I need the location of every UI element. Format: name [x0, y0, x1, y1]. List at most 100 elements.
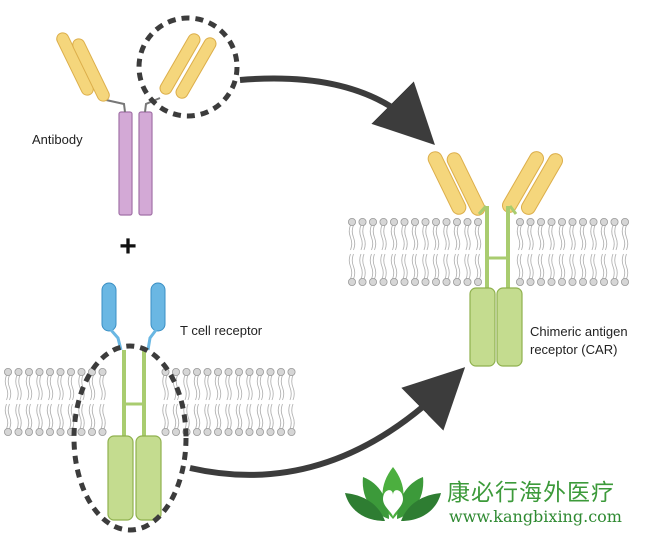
phospholipid-head	[287, 427, 296, 436]
lipid-tail	[193, 403, 198, 430]
lipid-tail	[70, 403, 75, 430]
lipid-tail	[446, 224, 450, 251]
lipid-tail	[348, 224, 353, 251]
lipid-tail	[4, 374, 9, 401]
lipid-tail	[186, 403, 190, 430]
lipid-tail	[519, 224, 524, 251]
phospholipid-head	[568, 217, 577, 226]
phospholipid-head	[224, 427, 233, 436]
t-cell-receptor	[101, 282, 166, 521]
phospholipid-head	[410, 217, 419, 226]
lipid-tail	[474, 253, 479, 280]
lipid-tail	[432, 224, 437, 251]
phospholipid-head	[287, 367, 296, 376]
phospholipid-head	[463, 217, 472, 226]
lipid-tail	[614, 253, 618, 280]
phospholipid-head	[579, 277, 588, 286]
phospholipid-head	[24, 367, 33, 376]
phospholipid-head	[600, 277, 609, 286]
phospholipid-head	[558, 217, 567, 226]
lipid-tail	[624, 253, 629, 280]
lipid-tail	[214, 403, 219, 430]
arrow-signaling-to-car	[189, 367, 466, 478]
phospholipid-head	[213, 427, 222, 436]
lipid-tail	[91, 374, 96, 401]
phospholipid-head	[431, 217, 440, 226]
lipid-tail	[280, 374, 285, 401]
lipid-tail	[270, 403, 274, 430]
phospholipid-head	[192, 367, 201, 376]
lipid-tail	[102, 403, 106, 430]
cell-membrane-tcell	[4, 367, 296, 436]
lipid-tail	[91, 403, 96, 430]
phospholipid-head	[245, 367, 254, 376]
lipid-tail	[204, 403, 208, 430]
lipid-tail	[380, 253, 384, 280]
phospholipid-head	[558, 277, 567, 286]
phospholipid-head	[161, 427, 170, 436]
lipid-tail	[572, 253, 576, 280]
lipid-tail	[572, 224, 576, 251]
lipid-tail	[621, 224, 626, 251]
lipid-tail	[390, 224, 395, 251]
lipid-tail	[196, 403, 201, 430]
lipid-tail	[39, 374, 43, 401]
phospholipid-head	[421, 217, 430, 226]
lipid-tail	[558, 224, 563, 251]
phospholipid-head	[537, 277, 546, 286]
phospholipid-head	[610, 277, 619, 286]
phospholipid-head	[266, 427, 275, 436]
phospholipid-head	[368, 217, 377, 226]
phospholipid-head	[98, 427, 107, 436]
lipid-tail	[277, 374, 282, 401]
lipid-tail	[425, 253, 429, 280]
lipid-tail	[362, 253, 366, 280]
lipid-tail	[401, 224, 405, 251]
lipid-tail	[453, 224, 458, 251]
lipid-tail	[404, 253, 408, 280]
tcr-variable-domain	[101, 282, 117, 332]
lipid-tail	[291, 374, 295, 401]
phospholipid-head	[421, 277, 430, 286]
lipid-tail	[18, 374, 22, 401]
lipid-tail	[530, 224, 534, 251]
car-scfv-domain	[521, 153, 563, 215]
lipid-tail	[196, 374, 201, 401]
phospholipid-head	[358, 277, 367, 286]
phospholipid-head	[389, 277, 398, 286]
phospholipid-head	[610, 217, 619, 226]
lipid-tail	[593, 253, 597, 280]
tcr-signaling-domain	[135, 435, 162, 521]
phospholipid-head	[46, 427, 55, 436]
lipid-tail	[614, 224, 618, 251]
phospholipid-head	[347, 217, 356, 226]
car-label-line2: receptor (CAR)	[530, 342, 617, 357]
lipid-tail	[15, 403, 19, 430]
lipid-tail	[207, 403, 211, 430]
lipid-tail	[527, 224, 531, 251]
lipid-tail	[527, 253, 531, 280]
lipid-tail	[369, 253, 374, 280]
lipid-tail	[246, 403, 250, 430]
lipid-tail	[624, 224, 629, 251]
lipid-tail	[456, 224, 461, 251]
lipid-tail	[49, 374, 54, 401]
phospholipid-head	[255, 427, 264, 436]
lipid-tail	[540, 253, 545, 280]
antibody-fab-domain	[175, 37, 217, 99]
phospholipid-head	[452, 217, 461, 226]
phospholipid-head	[579, 217, 588, 226]
lipid-tail	[390, 253, 395, 280]
lipid-tail	[78, 374, 82, 401]
lipid-tail	[207, 374, 211, 401]
lipid-tail	[383, 224, 387, 251]
chimeric-antigen-receptor	[427, 151, 563, 367]
lipid-tail	[561, 224, 566, 251]
lipid-tail	[621, 253, 626, 280]
lipid-tail	[81, 403, 85, 430]
lipid-tail	[235, 374, 240, 401]
phospholipid-head	[276, 427, 285, 436]
tcr-label: T cell receptor	[180, 323, 263, 338]
phospholipid-head	[88, 367, 97, 376]
